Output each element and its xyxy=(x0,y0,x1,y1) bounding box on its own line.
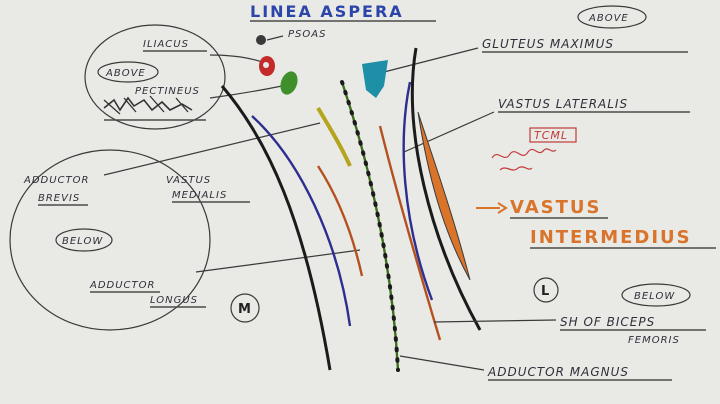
signature-scribble xyxy=(491,148,557,171)
vastus-lateralis-label: VASTUS LATERALIS xyxy=(498,97,628,111)
lateral-circle xyxy=(533,277,559,303)
biceps-femoris-line xyxy=(378,125,442,341)
diagram-title: LINEA ASPERA xyxy=(250,2,404,21)
above-circle-right xyxy=(577,5,647,29)
below-ellipse-left xyxy=(9,149,211,331)
adductor-magnus-arrow xyxy=(399,355,485,371)
adductor-longus-label-1: ADDUCTOR xyxy=(89,280,155,291)
adductor-magnus-dots xyxy=(340,80,400,372)
vastus-medialis-label-1: VASTUS xyxy=(166,175,211,186)
above-left-label: ABOVE xyxy=(105,68,146,79)
gluteus-maximus-label: GLUTEUS MAXIMUS xyxy=(482,37,614,51)
pectineus-label: PECTINEUS xyxy=(135,86,200,97)
medial-circle xyxy=(230,293,260,323)
adductor-magnus-label: ADDUCTOR MAGNUS xyxy=(487,365,629,379)
adductor-brevis-label-2: BREVIS xyxy=(38,193,80,204)
pectineus-arrow xyxy=(209,85,283,99)
vastus-intermedius-label: VASTUS xyxy=(510,197,601,218)
above-right-label: ABOVE xyxy=(588,13,629,24)
sh-biceps-label-2: FEMORIS xyxy=(628,335,680,346)
tcml-label: TCML xyxy=(534,129,568,142)
iliacus-label: ILIACUS xyxy=(143,39,189,50)
vastus-intermedius-area xyxy=(417,111,471,281)
above-ellipse-left xyxy=(84,24,226,130)
psoas-label: PSOAS xyxy=(288,29,326,40)
medial-bone-edge xyxy=(220,85,332,371)
sh-biceps-label-1: SH OF BICEPS xyxy=(560,315,655,329)
above-circle-left xyxy=(97,61,159,83)
vastus-intermedius-label-2: INTERMEDIUS xyxy=(530,227,692,248)
tcml-box xyxy=(529,127,577,143)
iliacus-insertion-center xyxy=(263,62,269,68)
pectineus-insertion xyxy=(280,71,298,95)
adductor-longus-label-2: LONGUS xyxy=(150,295,198,306)
below-right-label: BELOW xyxy=(634,291,675,302)
pectineus-crossout xyxy=(103,95,189,115)
lateral-label: L xyxy=(541,284,549,299)
pectineus-line xyxy=(316,106,352,167)
sh-biceps-arrow xyxy=(433,319,557,323)
adductor-longus-line xyxy=(316,165,364,277)
adductor-magnus-line xyxy=(340,81,400,371)
gluteus-arrow xyxy=(383,47,479,73)
below-circle-right xyxy=(621,283,691,307)
gluteus-insertion xyxy=(362,60,388,98)
pectineus-scribble xyxy=(103,96,193,112)
iliacus-arrow xyxy=(209,54,263,63)
vastus-intermedius-arrowhead xyxy=(497,202,508,214)
adductor-brevis-label-1: ADDUCTOR xyxy=(23,175,89,186)
below-left-label: BELOW xyxy=(62,236,103,247)
vastus-lateralis-arrow xyxy=(403,111,495,153)
adductor-brevis-arrow xyxy=(103,122,321,176)
lateral-bone-edge xyxy=(410,47,482,331)
vastus-medialis-line xyxy=(251,115,352,327)
psoas-mark xyxy=(256,35,266,45)
psoas-arrow xyxy=(266,35,284,41)
below-circle-left xyxy=(55,228,113,252)
vastus-medialis-label-2: MEDIALIS xyxy=(172,190,227,201)
medial-label: M xyxy=(238,302,251,317)
vastus-lateralis-line xyxy=(402,81,434,301)
